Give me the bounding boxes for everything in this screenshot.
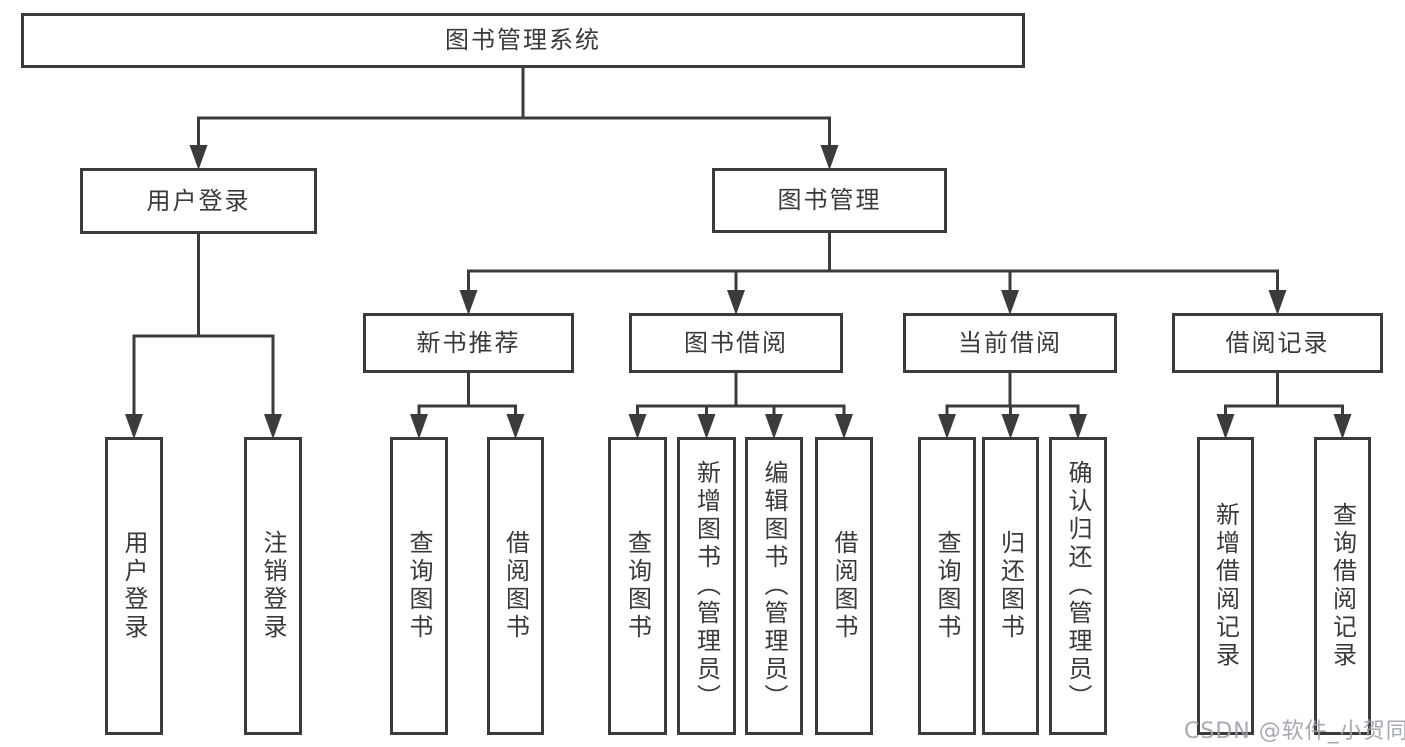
node-nbr-query: 查询图书 <box>390 437 448 735</box>
node-user-login: 用户登录 <box>80 168 317 234</box>
node-user-login-leaf: 用户登录 <box>105 437 163 735</box>
node-borrow-records: 借阅记录 <box>1172 313 1383 373</box>
node-label-bb-query: 查询图书 <box>623 530 652 642</box>
arrow-down-icon <box>697 414 716 439</box>
node-label-root: 图书管理系统 <box>445 26 601 55</box>
node-bb-query: 查询图书 <box>608 437 667 735</box>
arrow-down-icon <box>125 414 143 439</box>
node-logout: 注销登录 <box>244 437 302 735</box>
arrow-down-icon <box>1069 414 1087 439</box>
node-book-mgmt: 图书管理 <box>712 168 947 233</box>
node-cb-confirm: 确认归还（管理员） <box>1049 437 1107 735</box>
arrow-down-icon <box>1216 414 1235 439</box>
arrow-down-icon <box>628 414 647 439</box>
arrow-down-icon <box>820 145 839 170</box>
node-br-query: 查询借阅记录 <box>1314 437 1371 735</box>
node-label-cb-confirm: 确认归还（管理员） <box>1064 460 1092 712</box>
node-label-bb-borrow: 借阅图书 <box>830 530 858 642</box>
node-label-br-query: 查询借阅记录 <box>1328 502 1357 670</box>
arrow-down-icon <box>189 145 208 170</box>
arrow-down-icon <box>1001 290 1019 315</box>
node-bb-borrow: 借阅图书 <box>815 437 873 735</box>
node-label-borrow-records: 借阅记录 <box>1225 328 1330 357</box>
node-label-nbr-query: 查询图书 <box>405 530 433 642</box>
node-label-cb-query: 查询图书 <box>933 530 961 642</box>
node-cb-query: 查询图书 <box>918 437 976 735</box>
node-label-cb-return: 归还图书 <box>996 530 1025 642</box>
node-label-current-borrow: 当前借阅 <box>958 328 1062 357</box>
node-bb-edit: 编辑图书（管理员） <box>745 437 803 735</box>
node-new-book-rec: 新书推荐 <box>363 313 574 373</box>
node-nbr-borrow: 借阅图书 <box>487 437 544 735</box>
arrow-down-icon <box>835 414 853 439</box>
node-book-borrow: 图书借阅 <box>629 313 843 373</box>
arrow-down-icon <box>264 414 282 439</box>
arrow-down-icon <box>1333 414 1352 439</box>
arrow-down-icon <box>727 290 745 315</box>
arrow-down-icon <box>506 414 525 439</box>
node-cb-return: 归还图书 <box>982 437 1039 735</box>
node-label-book-mgmt: 图书管理 <box>777 186 882 215</box>
node-label-nbr-borrow: 借阅图书 <box>501 530 530 642</box>
arrow-down-icon <box>938 414 956 439</box>
node-br-add: 新增借阅记录 <box>1197 437 1254 735</box>
arrow-down-icon <box>765 414 783 439</box>
node-root: 图书管理系统 <box>21 13 1025 68</box>
arrow-down-icon <box>1001 414 1020 439</box>
node-label-book-borrow: 图书借阅 <box>684 328 788 357</box>
node-bb-add: 新增图书（管理员） <box>677 437 736 735</box>
arrow-down-icon <box>459 290 478 315</box>
node-label-user-login-leaf: 用户登录 <box>120 530 148 642</box>
arrow-down-icon <box>1268 290 1287 315</box>
node-current-borrow: 当前借阅 <box>903 313 1117 373</box>
arrow-down-icon <box>410 414 428 439</box>
node-label-new-book-rec: 新书推荐 <box>416 328 521 357</box>
node-label-br-add: 新增借阅记录 <box>1211 502 1240 670</box>
node-label-bb-add: 新增图书（管理员） <box>692 460 721 712</box>
node-label-bb-edit: 编辑图书（管理员） <box>760 460 788 712</box>
node-label-user-login: 用户登录 <box>146 186 251 215</box>
node-label-logout: 注销登录 <box>259 530 287 642</box>
